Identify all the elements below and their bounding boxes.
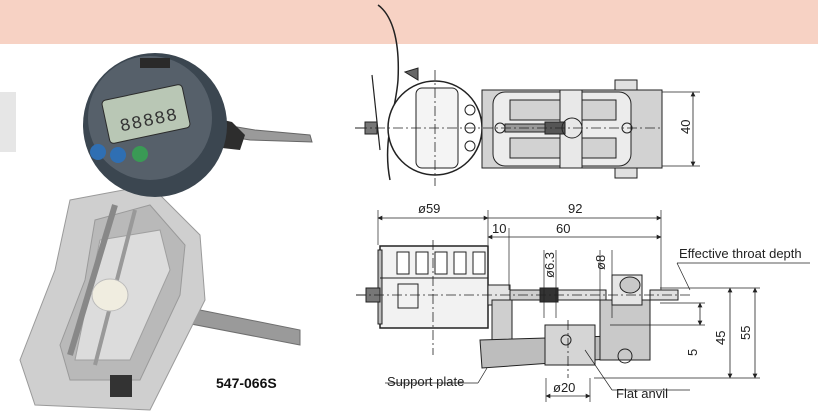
product-photo: 88888 [19, 53, 313, 411]
dim-55: 55 [738, 326, 753, 340]
gauge-button-blue [90, 144, 106, 160]
dim-45: 45 [713, 331, 728, 345]
gauge-button-blue-2 [110, 147, 126, 163]
dim-dia-8: ø8 [593, 255, 608, 270]
callout-support-plate: Support plate [387, 374, 464, 389]
side-view [356, 210, 810, 402]
dim-5: 5 [685, 349, 700, 356]
dim-92: 92 [568, 201, 582, 216]
top-view [355, 4, 700, 186]
model-number: 547-066S [216, 375, 277, 391]
callout-effective-throat-depth: Effective throat depth [679, 246, 802, 261]
header-band [0, 0, 818, 44]
dim-dia-6-3: ø6.3 [542, 252, 557, 278]
side-tab [0, 92, 16, 152]
dim-dia-59: ø59 [418, 201, 440, 216]
gauge-button-green [132, 146, 148, 162]
dim-10: 10 [492, 221, 506, 236]
dim-60: 60 [556, 221, 570, 236]
callout-flat-anvil: Flat anvil [616, 386, 668, 401]
dim-dia-20: ø20 [553, 380, 575, 395]
dim-height-40: 40 [678, 120, 693, 134]
